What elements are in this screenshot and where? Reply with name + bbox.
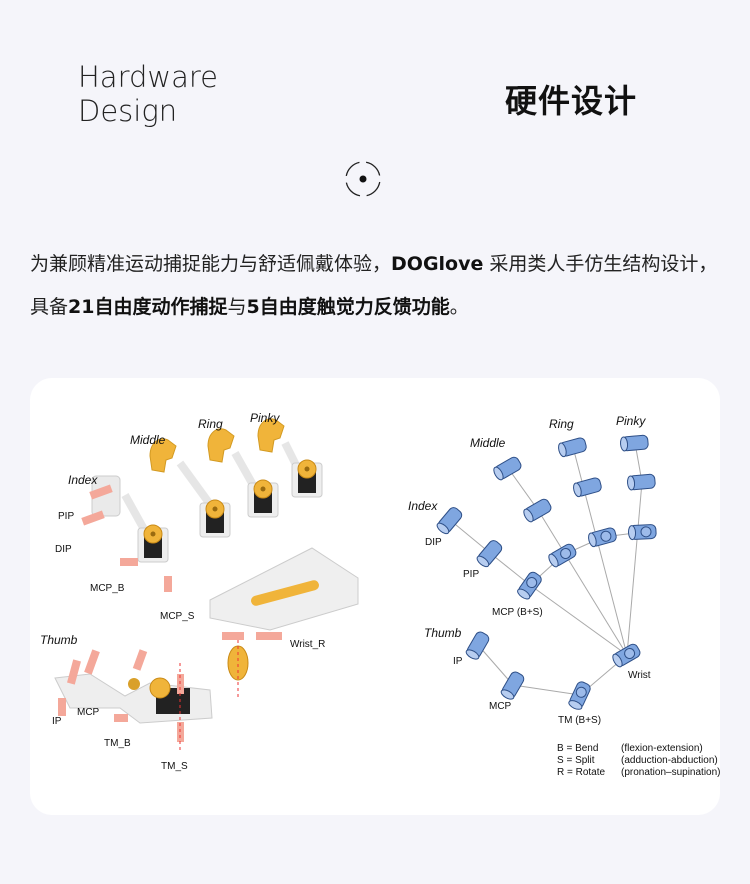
joint-cylinder-icon [493,456,522,481]
joint-cylinder-icon [548,543,577,568]
legend-key: R = Rotate [557,767,606,778]
legend-desc: (pronation–supination) [621,767,720,778]
kinematic-link [507,467,539,511]
brand-name: DOGlove [391,253,484,275]
joint-cylinder-icon [500,671,525,700]
legend-key: B = Bend [557,743,598,754]
label-ring: Ring [549,417,574,431]
kinematic-link [626,481,643,656]
label-index: Index [408,499,438,513]
joint-cylinder-icon [558,437,587,458]
legend-key: S = Split [557,755,595,766]
intro-text: 为兼顾精准运动捕捉能力与舒适佩戴体验， [30,253,392,275]
highlight-dof-feedback: 5自由度触觉力反馈功能 [246,296,450,318]
legend-desc: (flexion-extension) [621,743,703,754]
kinematic-link [489,552,531,586]
joint-cylinder-icon [627,473,656,491]
label-tm-b: TM_B [104,738,131,749]
label-tm-s: TM_S [161,761,188,772]
intro-paragraph: 为兼顾精准运动捕捉能力与舒适佩戴体验，DOGlove 采用类人手仿生结构设计，具… [30,243,730,329]
joint-cylinder-icon [568,681,591,710]
label-thumb: Thumb [40,633,78,647]
kinematic-link [449,519,491,554]
label-mcp: MCP [489,701,512,712]
kinematic-link [572,446,628,656]
joint-cylinder-icon [588,527,617,548]
joint-cylinder-icon [620,434,649,452]
label-pinky: Pinky [616,414,646,428]
label-dip: DIP [425,537,442,548]
label-tm-bs: TM (B+S) [558,715,601,726]
label-ring: Ring [198,417,223,431]
joint-cylinder-icon [628,524,657,541]
joint-cylinder-icon [517,571,542,600]
title-english-line1: Hardware [78,60,219,94]
label-mcp-s: MCP_S [160,611,195,622]
label-ip: IP [52,716,62,727]
label-pip: PIP [463,569,479,580]
label-mcp-bs: MCP (B+S) [492,607,543,618]
kinematic-link [529,584,628,656]
label-pinky: Pinky [250,411,280,425]
legend-desc: (adduction-abduction) [621,755,718,766]
joint-cylinder-icon [465,631,490,660]
title-chinese: 硬件设计 [505,82,638,120]
label-mcp-b: MCP_B [90,583,125,594]
figure-card: Index Middle Ring Pinky Thumb PIP DIP MC… [30,378,720,815]
joint-cylinder-icon [523,498,552,523]
hardware-illustration: Index Middle Ring Pinky Thumb PIP DIP MC… [40,411,359,772]
label-index: Index [68,473,98,487]
label-middle: Middle [130,433,166,447]
target-icon [345,161,381,197]
label-wrist-r: Wrist_R [290,639,325,650]
joint-cylinder-icon [476,540,503,568]
kinematic-link [537,509,628,656]
intro-text: 。 [449,296,469,318]
joint-cylinder-icon [436,507,463,535]
kinematic-diagram: Index Middle Ring Pinky Thumb DIP PIP MC… [408,414,720,778]
label-pip: PIP [58,511,74,522]
title-english-line2: Design [78,94,178,128]
joint-cylinder-icon [573,477,602,498]
intro-text: 与 [227,296,247,318]
joint-cylinder-icon [612,643,641,668]
label-middle: Middle [470,436,506,450]
label-thumb: Thumb [424,626,462,640]
label-wrist: Wrist [628,670,651,681]
label-dip: DIP [55,544,72,555]
kinematic-link [477,644,514,686]
kinematic-link [512,684,581,696]
highlight-dof-capture: 21自由度动作捕捉 [68,296,228,318]
title-english: Hardware Design [78,60,218,128]
intro-text: 采用类人手仿生结构设计，具备 [30,253,718,318]
label-ip: IP [453,656,463,667]
legend: B = Bend (flexion-extension) S = Split (… [557,743,720,778]
label-mcp: MCP [77,707,100,718]
